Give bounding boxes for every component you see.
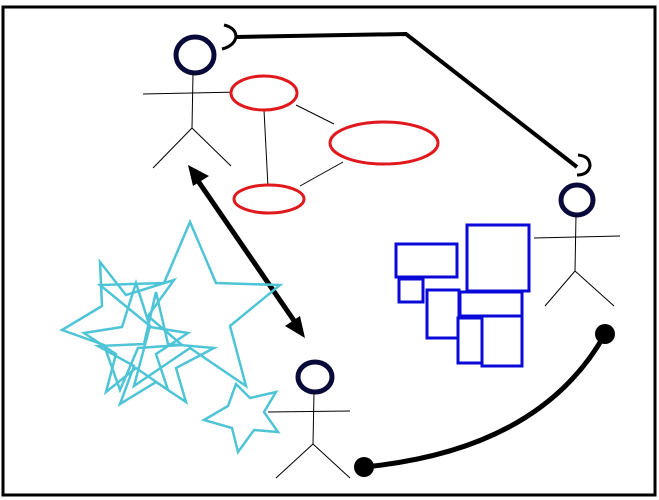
rect-4 xyxy=(425,288,461,340)
actor-right[interactable] xyxy=(533,182,621,307)
actor-head xyxy=(558,182,596,218)
star-outline-icon xyxy=(200,381,281,455)
socket-hook-icon xyxy=(221,23,238,51)
actor-head xyxy=(295,359,335,395)
connector-top xyxy=(221,23,592,177)
socket-hook-icon xyxy=(576,153,592,177)
ellipse-small-bottom xyxy=(232,183,306,215)
actor-bottom-center[interactable] xyxy=(267,359,351,479)
star-outline-icon xyxy=(93,291,219,407)
ellipse-cluster xyxy=(229,74,440,215)
rect-3 xyxy=(465,223,531,293)
rect-5 xyxy=(458,290,524,318)
connector-top-line xyxy=(235,31,579,169)
actor-top-left[interactable] xyxy=(142,34,241,169)
star-outline-icon xyxy=(59,258,186,394)
rect-2 xyxy=(397,277,425,304)
star-outline-icon xyxy=(96,218,284,389)
double-arrow xyxy=(188,165,305,338)
ellipse-large-right xyxy=(328,120,440,166)
connector-endpoint xyxy=(354,457,374,477)
rect-1 xyxy=(394,242,459,279)
actor-head xyxy=(173,34,217,76)
connector-endpoint xyxy=(595,324,615,344)
rect-7 xyxy=(480,314,524,368)
star-cluster xyxy=(59,218,284,455)
ellipse-small-top xyxy=(229,74,299,112)
connector-bottom xyxy=(354,324,615,477)
rect-6 xyxy=(456,316,485,365)
rectangle-cluster xyxy=(394,223,531,368)
star-outline-icon xyxy=(80,278,192,396)
diagram-frame xyxy=(1,5,657,497)
connector-bottom-curve xyxy=(363,332,608,470)
